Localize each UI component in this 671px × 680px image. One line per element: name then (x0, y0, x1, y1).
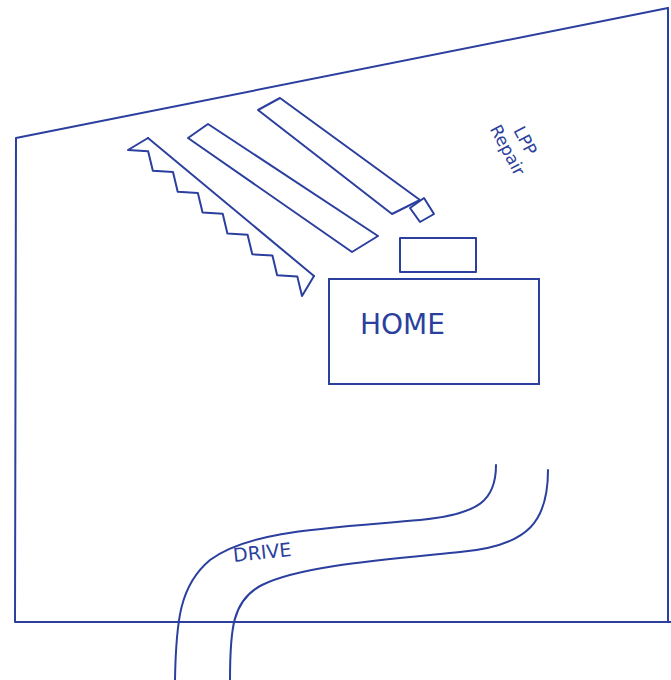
driveway-edge (230, 470, 548, 680)
garden-bed (188, 124, 378, 252)
building-label: HOME (360, 308, 538, 341)
driveway-edge (175, 465, 496, 680)
hedge-edge (148, 138, 314, 276)
building-box: HOME (328, 278, 540, 385)
garden-bed (258, 98, 420, 214)
hedge-strip (128, 138, 314, 296)
drive-label: DRIVE (232, 538, 293, 567)
hedge-zigzag (128, 138, 314, 296)
small-tab (410, 198, 434, 222)
repair-note: LPP Repair (482, 105, 549, 185)
property-boundary (15, 8, 671, 622)
property-boundary (667, 8, 669, 622)
home-annex (400, 238, 476, 272)
